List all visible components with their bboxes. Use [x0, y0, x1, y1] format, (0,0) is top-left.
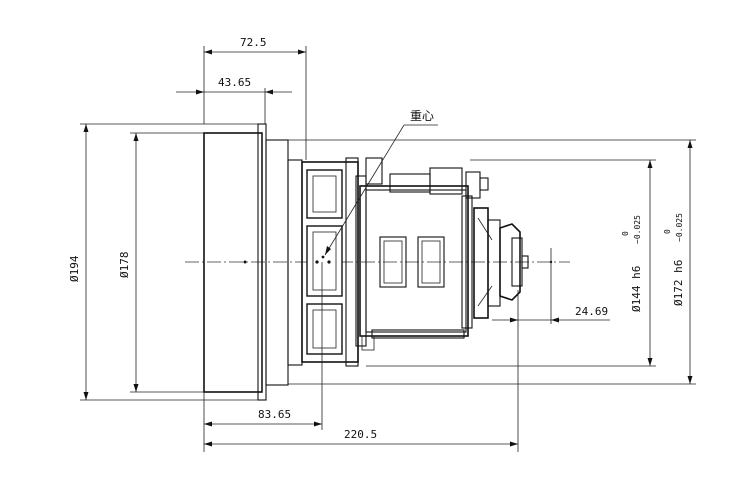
- rear-mount: [473, 207, 553, 319]
- dim-43-65-label: 43.65: [218, 76, 251, 89]
- dim-43-65: [176, 88, 292, 124]
- dim-24-69: [492, 248, 610, 452]
- dim-220-5: [204, 441, 518, 447]
- cog-leader: [324, 124, 438, 256]
- cog-label: 重心: [410, 109, 434, 123]
- rear-barrel: [355, 157, 489, 351]
- dim-83-65-label: 83.65: [258, 408, 291, 421]
- flange-step-ring: [265, 139, 303, 386]
- dim-24-69-label: 24.69: [575, 305, 608, 318]
- dim-dia-172-tol-upper: 0: [663, 229, 672, 234]
- dim-dia-144: [366, 159, 656, 367]
- dim-dia-144-tol-lower: −0.025: [633, 215, 642, 244]
- dim-dia-144-label: Ø144 h6: [630, 266, 643, 312]
- dim-dia-194-label: Ø194: [68, 255, 81, 282]
- dim-72-5-label: 72.5: [240, 36, 267, 49]
- dim-dia-172-tol-lower: −0.025: [675, 213, 684, 242]
- dim-dia-144-tol-upper: 0: [621, 231, 630, 236]
- dim-dia-172: [288, 139, 696, 385]
- dim-dia-178: [130, 132, 204, 393]
- dim-220-5-label: 220.5: [344, 428, 377, 441]
- dim-dia-194: [80, 123, 258, 401]
- lens-housing: [301, 157, 359, 367]
- dim-72-5: [203, 46, 307, 160]
- dim-dia-178-label: Ø178: [118, 252, 131, 279]
- dim-dia-172-label: Ø172 h6: [672, 260, 685, 306]
- dim-83-65: [203, 262, 323, 452]
